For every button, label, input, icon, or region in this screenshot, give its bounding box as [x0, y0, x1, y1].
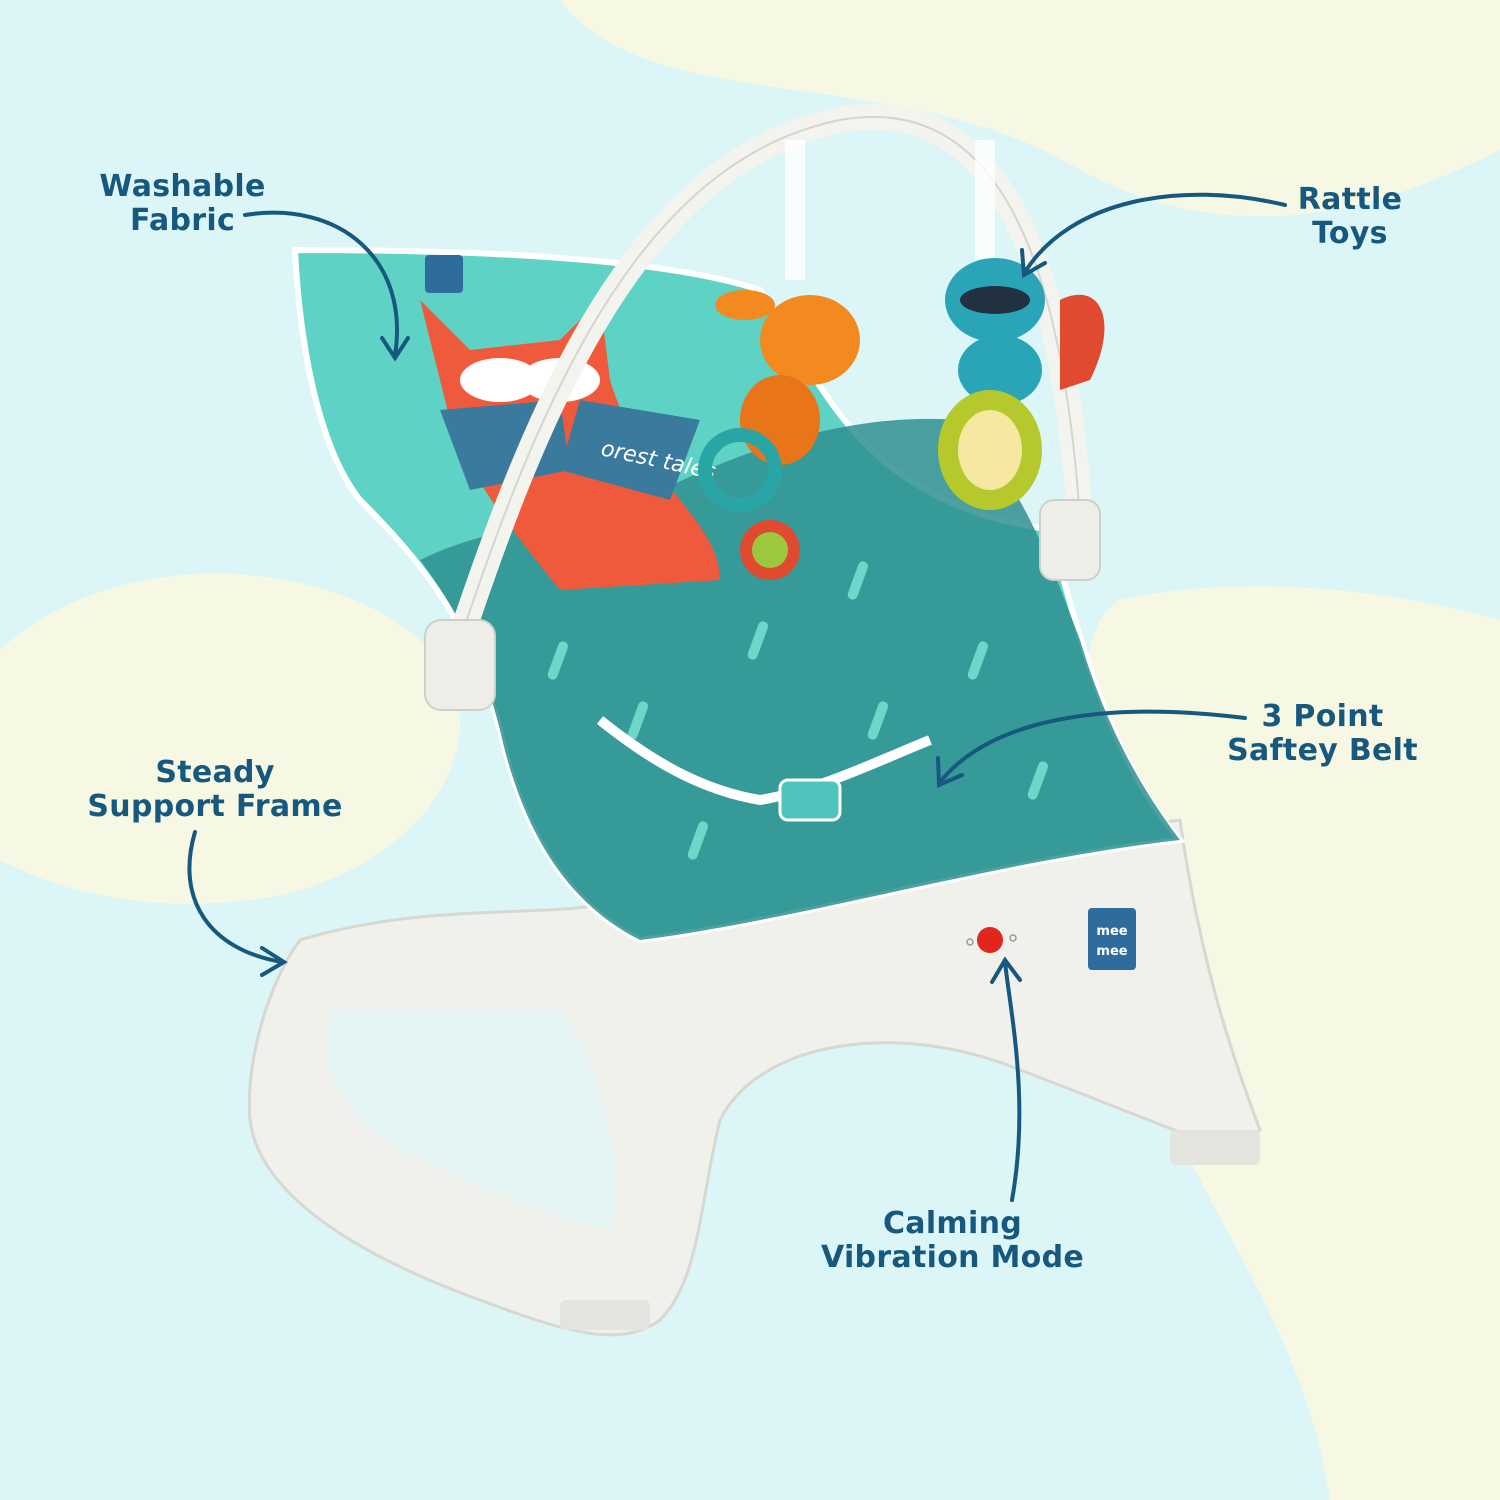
callout-line: Saftey Belt [1227, 733, 1418, 768]
arrow-safety-belt [938, 709, 1247, 784]
arrow-rattle-toys [1023, 192, 1287, 274]
callout-line: Vibration Mode [820, 1240, 1084, 1275]
callout-vibration-mode: Calming Vibration Mode [795, 1207, 1110, 1275]
svg-text:mee: mee [1096, 944, 1127, 959]
callout-washable-fabric: Washable Fabric [70, 170, 295, 238]
callout-support-frame: Steady Support Frame [60, 756, 370, 824]
arrow-washable-fabric [243, 210, 399, 357]
callout-line: Steady [155, 755, 275, 790]
callout-rattle-toys: Rattle Toys [1280, 183, 1420, 251]
vibration-button [966, 927, 1017, 953]
brand-logo: mee mee [1088, 908, 1136, 970]
callout-line: Rattle [1297, 182, 1403, 217]
callout-line: 3 Point [1261, 699, 1384, 734]
callout-line: Washable [99, 169, 266, 204]
callout-safety-belt: 3 Point Saftey Belt [1210, 700, 1435, 768]
callout-line: Toys [1312, 216, 1388, 251]
callout-line: Fabric [129, 203, 236, 238]
arrow-vibration-mode [1003, 960, 1022, 1202]
callout-arrows [187, 192, 1287, 1202]
support-frame [247, 818, 1262, 1337]
rattle-toy-deer [698, 290, 860, 580]
callout-line: Support Frame [87, 789, 343, 824]
rattle-toy-raccoon [938, 258, 1105, 510]
callout-line: Calming [882, 1206, 1023, 1241]
seat-fabric: orest tales [291, 246, 1187, 944]
toy-bar [424, 103, 1101, 711]
arrow-support-frame [187, 830, 284, 964]
safety-belt-buckle [778, 778, 842, 822]
svg-text:mee: mee [1096, 924, 1127, 939]
